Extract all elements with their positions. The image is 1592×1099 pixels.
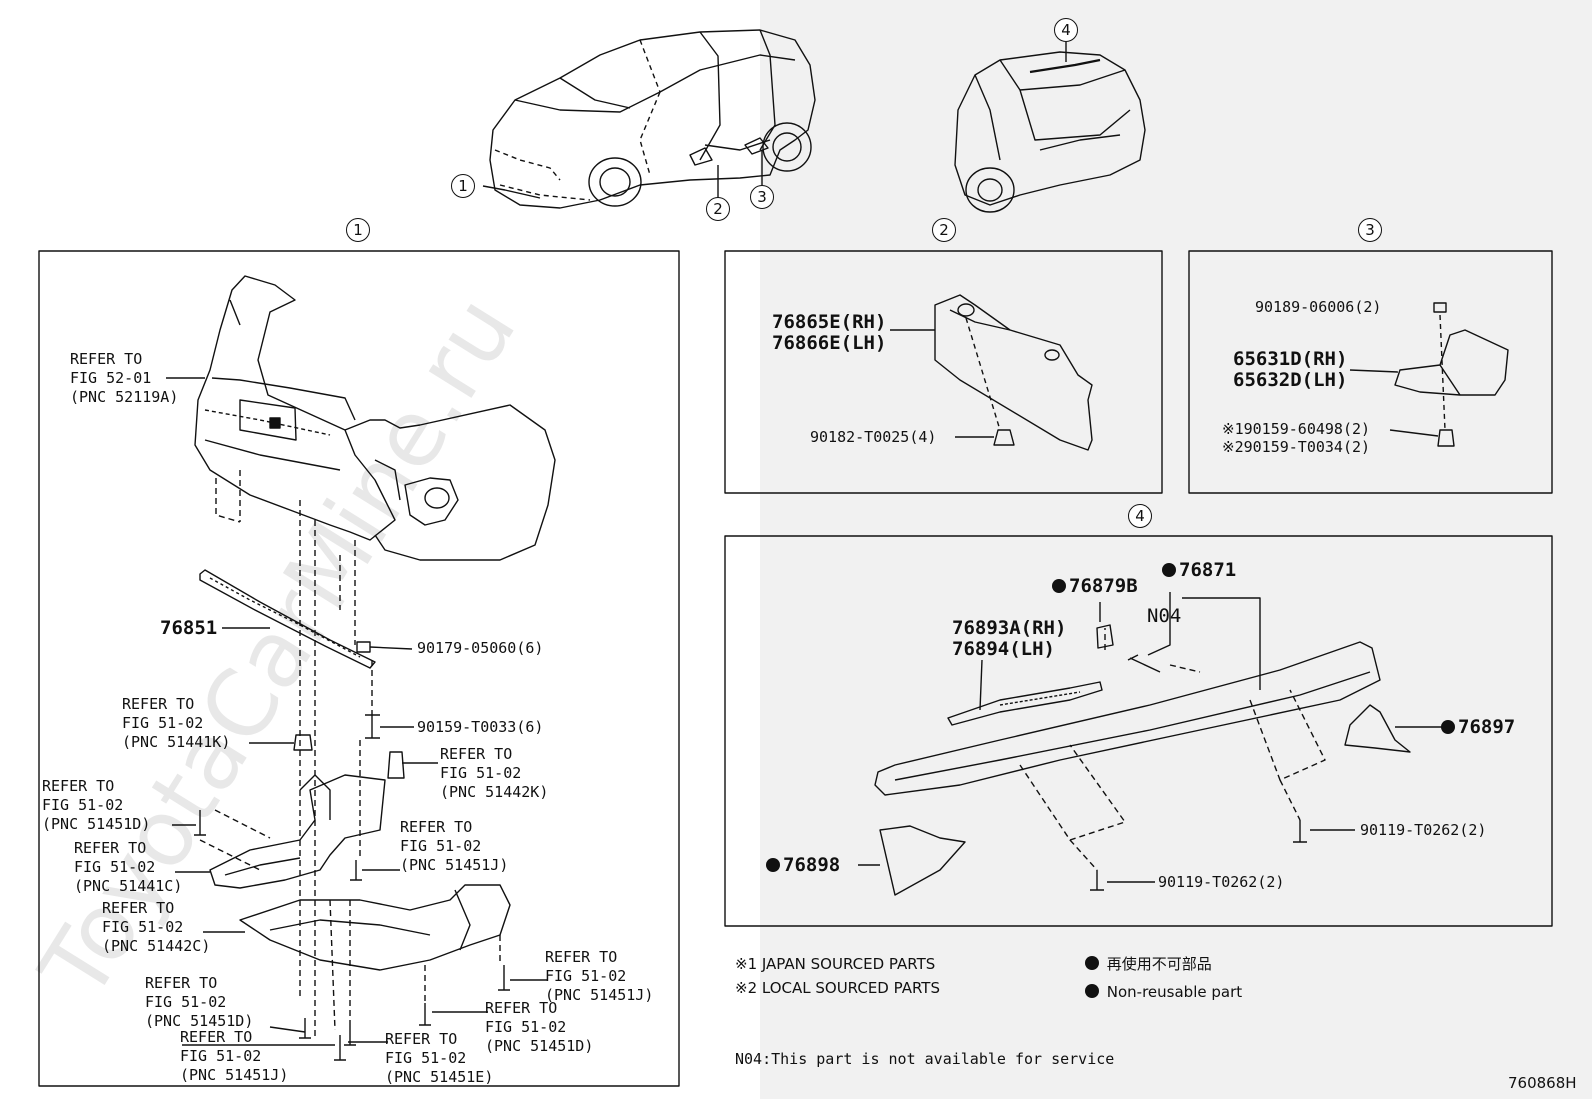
part-76898: 76898 [766,855,840,876]
ref-pnc-51442c: REFER TO FIG 51-02 (PNC 51442C) [102,899,211,955]
legend-n04-note: N04:This part is not available for servi… [735,1050,1115,1068]
ref-pnc-51451j-b: REFER TO FIG 51-02 (PNC 51451J) [545,948,654,1004]
callout-1-overview: 1 [451,174,475,198]
part-76893a-76894: 76893A(RH) 76894(LH) [952,617,1067,660]
car-front-view [489,29,816,209]
panel-2-title: 2 [932,218,956,242]
panel-2-drawing [890,294,1093,451]
panel-4-frame [724,535,1553,927]
legend-nonreusable-jp: 再使用不可部品 [1085,955,1212,974]
part-76851: 76851 [160,617,218,639]
part-76871-number: 76871 [1179,559,1237,581]
car-rear-view [954,51,1146,213]
figure-id: 760868H [1508,1074,1577,1092]
part-76871: 76871 [1162,560,1236,581]
ref-pnc-51442k: REFER TO FIG 51-02 (PNC 51442K) [440,745,549,801]
non-reusable-dot [1085,984,1099,998]
part-90119-t0262-a: 90119-T0262(2) [1360,821,1487,839]
part-65631d-65632d: 65631D(RH) 65632D(LH) [1233,348,1348,391]
undercover-drawings [209,774,511,971]
callout-3-overview: 3 [750,185,774,209]
part-76879b: 76879B [1052,576,1138,597]
non-reusable-dot [766,858,780,872]
part-90159-t0034: ※290159-T0034(2) [1222,438,1371,456]
note-n04: N04 [1147,605,1182,627]
ref-pnc-51451e: REFER TO FIG 51-02 (PNC 51451E) [385,1030,494,1086]
part-76879b-number: 76879B [1069,575,1138,597]
non-reusable-dot [1441,720,1455,734]
ref-pnc-51441k: REFER TO FIG 51-02 (PNC 51441K) [122,695,231,751]
callout-2-overview: 2 [706,197,730,221]
ref-pnc-51451j-a: REFER TO FIG 51-02 (PNC 51451J) [400,818,509,874]
leader-callout-1 [482,185,541,199]
legend-nonreusable-en: Non-reusable part [1085,983,1242,1002]
install-lines-panel-4 [1019,628,1326,871]
ref-pnc-51451d-c: REFER TO FIG 51-02 (PNC 51451D) [485,999,594,1055]
part-76898-number: 76898 [783,854,841,876]
legend-nonreusable-jp-text: 再使用不可部品 [1106,955,1212,973]
panel-1-frame [38,250,680,1087]
fasteners-panel-1 [194,641,510,1061]
part-90119-t0262-b: 90119-T0262(2) [1158,873,1285,891]
non-reusable-dot [1085,956,1099,970]
part-90159-t0033: 90159-T0033(6) [417,718,544,736]
leaders-panel-4 [858,592,1445,883]
panel-1-title: 1 [346,218,370,242]
ref-pnc-51451d-a: REFER TO FIG 51-02 (PNC 51451D) [42,777,151,833]
ref-pnc-51451d-b: REFER TO FIG 51-02 (PNC 51451D) [145,974,254,1030]
part-76897: 76897 [1441,717,1515,738]
legend-japan-sourced: ※1 JAPAN SOURCED PARTS [735,955,936,973]
non-reusable-dot [1052,579,1066,593]
panel-2-frame [724,250,1163,494]
panel-3-title: 3 [1358,218,1382,242]
part-90159-60498: ※190159-60498(2) [1222,420,1371,438]
part-76865e-76866e: 76865E(RH) 76866E(LH) [772,311,887,354]
legend-local-sourced: ※2 LOCAL SOURCED PARTS [735,979,940,997]
part-90189-06006: 90189-06006(2) [1255,298,1382,316]
panel-3-drawing [1349,302,1509,447]
panel-4-drawing [874,624,1411,896]
ref-fig-52-01: REFER TO FIG 52-01 (PNC 52119A) [70,350,179,406]
ref-pnc-51441c: REFER TO FIG 51-02 (PNC 51441C) [74,839,183,895]
part-76897-number: 76897 [1458,716,1516,738]
bumper-cover-drawing [194,275,556,561]
part-90182-t0025: 90182-T0025(4) [810,428,937,446]
panel-3-frame [1188,250,1553,494]
part-90179-05060: 90179-05060(6) [417,639,544,657]
install-lines-panel-1 [199,470,501,1040]
molding-76851-drawing [199,569,376,669]
leaders-panel-1 [166,377,548,1046]
legend-nonreusable-en-text: Non-reusable part [1106,983,1243,1001]
ref-pnc-51451j-c: REFER TO FIG 51-02 (PNC 51451J) [180,1028,289,1084]
shaded-background [760,0,1592,1099]
panel-4-title: 4 [1128,504,1152,528]
non-reusable-dot [1162,563,1176,577]
callout-4-overview: 4 [1054,18,1078,42]
